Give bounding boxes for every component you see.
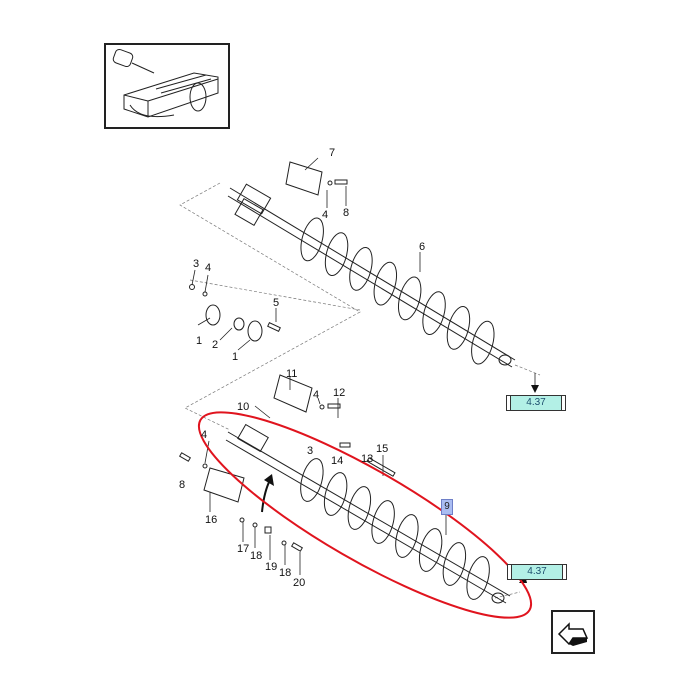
ref-link-upper[interactable]: 4.37: [506, 395, 566, 411]
dashed-line-mid: [189, 279, 361, 311]
auger-flight: [300, 458, 324, 502]
auger-flight: [373, 261, 398, 306]
machine-icon: [112, 48, 219, 118]
knife-7: [285, 161, 323, 196]
label-19: 19: [265, 561, 277, 573]
auger-flight: [466, 556, 490, 600]
label-11: 11: [286, 368, 297, 380]
auger-flight: [418, 528, 443, 572]
label-13: 13: [361, 453, 373, 465]
label-8b: 8: [179, 479, 185, 491]
auger-flight: [471, 320, 495, 365]
arrow-down-icon: [531, 385, 539, 393]
selected-part-9[interactable]: 9: [441, 499, 453, 515]
label-6: 6: [419, 241, 425, 253]
dashed-frame-upper: [179, 182, 361, 431]
label-2: 2: [212, 339, 218, 351]
auger-flight: [442, 542, 467, 586]
label-1a: 1: [196, 335, 202, 347]
assembly-arrow: [261, 479, 271, 513]
upper-auger: [227, 183, 516, 368]
machine-overview-thumbnail[interactable]: [104, 43, 230, 129]
back-nav-button[interactable]: [551, 610, 595, 654]
label-18a: 18: [250, 550, 262, 562]
auger-flight: [397, 276, 422, 321]
return-arrow-icon: [557, 622, 589, 646]
label-15: 15: [376, 443, 388, 455]
label-5: 5: [273, 297, 279, 309]
label-16: 16: [205, 514, 217, 526]
auger-flight: [323, 472, 348, 516]
label-1b: 1: [232, 351, 238, 363]
auger-flight: [300, 217, 324, 262]
auger-flight: [422, 291, 446, 336]
arrow-head-icon: [264, 474, 274, 486]
label-12: 12: [333, 387, 345, 399]
label-20: 20: [293, 577, 305, 589]
label-10: 10: [237, 401, 249, 413]
lower-auger: [225, 423, 511, 604]
label-3a: 3: [193, 258, 199, 270]
auger-flight: [324, 232, 349, 277]
highlight-ellipse: [197, 411, 533, 619]
label-4c: 4: [313, 389, 319, 401]
label-4b: 4: [322, 209, 328, 221]
auger-flight: [349, 246, 373, 291]
label-8a: 8: [343, 207, 349, 219]
label-18b: 18: [279, 567, 291, 579]
label-7: 7: [329, 147, 335, 159]
auger-flight: [446, 305, 471, 350]
label-4a: 4: [205, 262, 211, 274]
ref-link-lower[interactable]: 4.37: [507, 564, 567, 580]
knife-11: [273, 374, 313, 413]
label-14: 14: [331, 455, 343, 467]
label-17: 17: [237, 543, 249, 555]
label-4d: 4: [201, 429, 207, 441]
auger-flight: [395, 514, 419, 558]
auger-flight: [371, 500, 395, 544]
auger-flight: [347, 486, 372, 530]
label-3b: 3: [307, 445, 313, 457]
